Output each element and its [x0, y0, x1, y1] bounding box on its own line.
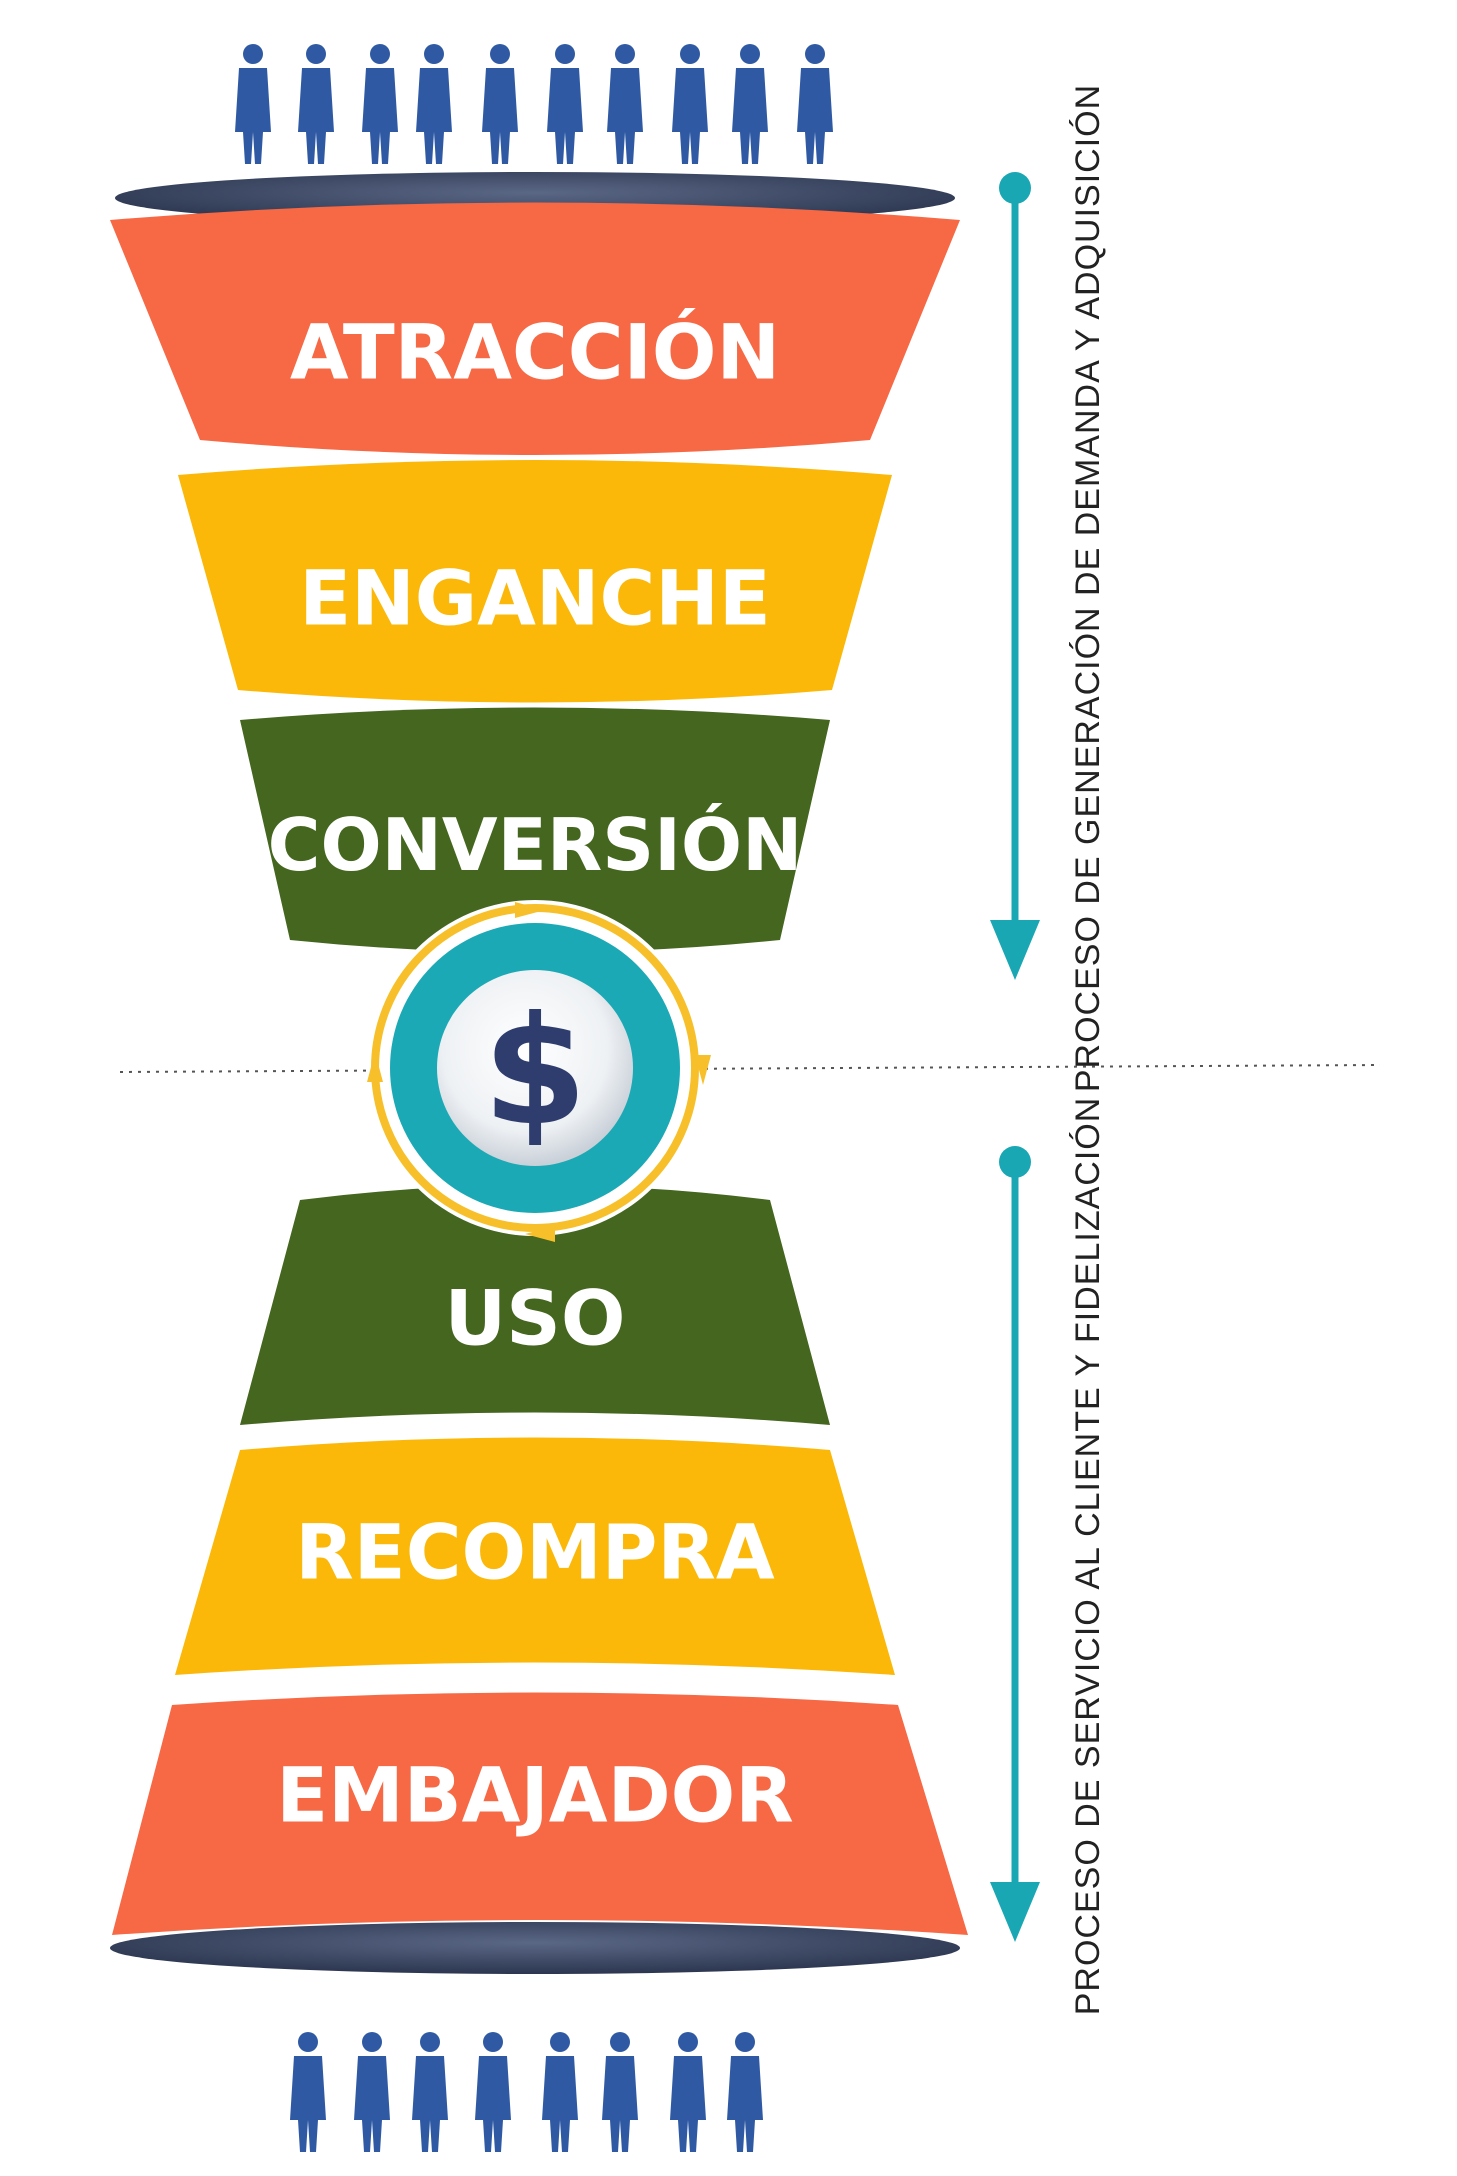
person-icon	[672, 44, 708, 164]
stage-enganche: ENGANCHE	[178, 460, 892, 703]
person-icon	[475, 2032, 511, 2152]
cycle-arrow-icon	[515, 902, 545, 918]
stage-uso: USO	[240, 1185, 830, 1425]
stage-band	[112, 1692, 968, 1935]
dollar-icon: $	[483, 985, 587, 1159]
people-top	[235, 44, 833, 164]
person-icon	[602, 2032, 638, 2152]
dollar-cycle-icon: $	[367, 900, 711, 1242]
stage-label: RECOMPRA	[295, 1508, 775, 1597]
retention-process-label: PROCESO DE SERVICIO AL CLIENTE Y FIDELIZ…	[1069, 1097, 1107, 2016]
person-icon	[362, 44, 398, 164]
stage-label: USO	[444, 1274, 625, 1363]
cycle-arrow-icon	[525, 1226, 555, 1242]
stage-band	[240, 707, 830, 953]
acquisition-process-arrow	[990, 172, 1040, 980]
cycle-arrow-icon	[367, 1052, 383, 1082]
person-icon	[290, 2032, 326, 2152]
cycle-arrow-icon	[695, 1055, 711, 1085]
down-arrow-icon	[990, 920, 1040, 980]
stage-label: ATRACCIÓN	[290, 307, 780, 397]
stage-label: EMBAJADOR	[276, 1751, 794, 1840]
person-icon	[416, 44, 452, 164]
down-arrow-icon	[990, 1882, 1040, 1942]
stage-band	[178, 460, 892, 703]
stage-atraccion: ATRACCIÓN	[110, 202, 960, 455]
stage-embajador: EMBAJADOR	[112, 1692, 968, 1935]
person-icon	[298, 44, 334, 164]
person-icon	[670, 2032, 706, 2152]
acquisition-process-label: PROCESO DE GENERACIÓN DE DEMANDA Y ADQUI…	[1069, 84, 1107, 1092]
person-icon	[482, 44, 518, 164]
divider-line	[119, 1064, 1381, 1073]
stage-label: ENGANCHE	[299, 554, 771, 643]
person-icon	[412, 2032, 448, 2152]
stage-label: CONVERSIÓN	[268, 803, 803, 887]
person-icon	[235, 44, 271, 164]
person-icon	[542, 2032, 578, 2152]
stage-band	[175, 1437, 895, 1675]
coin-icon	[437, 970, 633, 1166]
stage-band	[110, 202, 960, 455]
person-icon	[354, 2032, 390, 2152]
person-icon	[547, 44, 583, 164]
stage-conversion: CONVERSIÓN	[240, 707, 830, 953]
retention-process-arrow	[990, 1146, 1040, 1942]
stage-band	[240, 1185, 830, 1425]
people-bottom	[290, 2032, 763, 2152]
stage-recompra: RECOMPRA	[175, 1437, 895, 1675]
funnel-bottom-rim	[110, 1922, 960, 1974]
person-icon	[607, 44, 643, 164]
person-icon	[732, 44, 768, 164]
person-icon	[727, 2032, 763, 2152]
person-icon	[797, 44, 833, 164]
